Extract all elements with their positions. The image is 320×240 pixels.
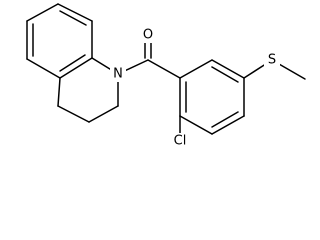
atom-label-nitrogen: N (113, 67, 123, 82)
bond (211, 111, 239, 128)
bond (57, 3, 93, 22)
bond (211, 115, 245, 135)
bond (57, 105, 90, 123)
bond (179, 59, 213, 79)
bond (57, 77, 61, 107)
atom-label-chlorine: Cl (174, 134, 187, 149)
molecule-structure: O N S Cl (26, 3, 306, 149)
bond (26, 3, 59, 22)
atom-label-sulfur: S (268, 53, 276, 68)
bond (211, 59, 245, 79)
atom-label-oxygen: O (143, 28, 153, 43)
bond (59, 54, 86, 72)
bond (59, 57, 93, 79)
bond (179, 115, 213, 135)
bond (147, 59, 181, 79)
bonds (26, 3, 306, 136)
bond (59, 10, 87, 26)
bond (211, 66, 239, 83)
atom-labels: O N S Cl (110, 27, 280, 149)
bond (88, 105, 119, 123)
bond (26, 58, 61, 79)
